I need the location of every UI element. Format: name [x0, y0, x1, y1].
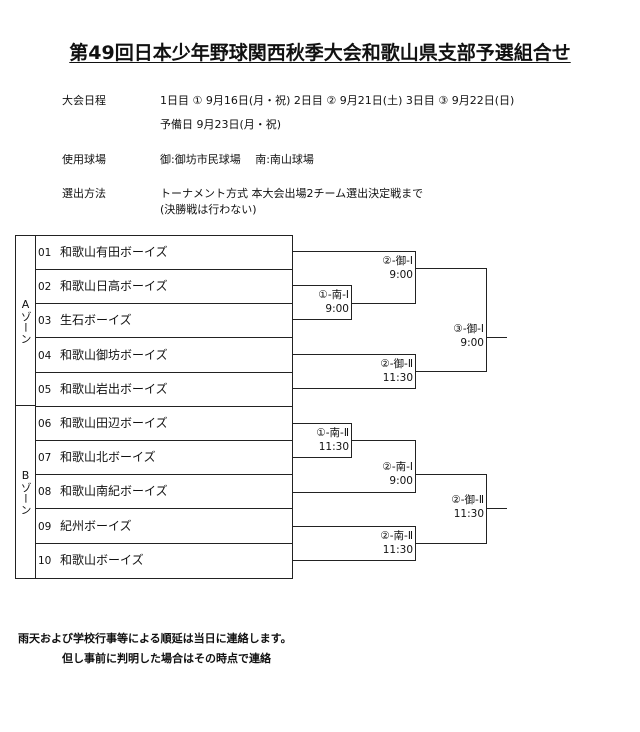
team-number: 09	[38, 520, 52, 533]
team-number: 02	[38, 281, 52, 294]
team-name: 和歌山有田ボーイズ	[60, 245, 168, 259]
team-row: 04 和歌山御坊ボーイズ	[35, 338, 292, 373]
method-line2: (決勝戦は行わない)	[160, 203, 257, 216]
team-number: 10	[38, 554, 52, 567]
match-label: ②-南-Ⅰ	[382, 461, 413, 473]
team-name: 和歌山北ボーイズ	[60, 450, 156, 465]
schedule-line1: 1日目 ① 9月16日(月・祝) 2日目 ② 9月21日(土) 3日目 ③ 9月…	[160, 94, 515, 107]
match-time: 11:30	[382, 372, 413, 384]
match-time: 11:30	[318, 441, 349, 453]
team-name: 和歌山御坊ボーイズ	[60, 347, 168, 362]
match-label: ③-御-Ⅰ	[453, 323, 484, 335]
footer-line2: 但し事前に判明した場合はその時点で連絡	[62, 652, 271, 665]
team-number: 07	[38, 452, 52, 465]
team-name: 和歌山岩出ボーイズ	[60, 381, 168, 396]
team-row: 09 紀州ボーイズ	[35, 509, 292, 544]
match-label: ①-南-Ⅱ	[316, 427, 349, 439]
schedule-line2: 予備日 9月23日(月・祝)	[160, 118, 282, 131]
team-name: 和歌山ボーイズ	[60, 552, 144, 567]
team-name: 和歌山日高ボーイズ	[60, 279, 168, 294]
team-row: 05 和歌山岩出ボーイズ	[35, 372, 292, 407]
team-row: 03 生石ボーイズ	[35, 303, 292, 339]
zone-b-label: Bゾーン	[19, 468, 32, 515]
team-row: 02 和歌山日高ボーイズ	[35, 269, 292, 305]
team-number: 03	[38, 315, 52, 328]
team-row: 01 和歌山有田ボーイズ	[35, 235, 292, 270]
match-time: 11:30	[382, 544, 413, 556]
match-label: ②-南-Ⅱ	[380, 530, 413, 542]
page-title: 第49回日本少年野球関西秋季大会和歌山県支部予選組合せ	[69, 42, 571, 64]
team-number: 08	[38, 486, 52, 499]
match-time: 9:00	[389, 269, 413, 281]
match-time: 9:00	[389, 475, 413, 487]
team-name: 生石ボーイズ	[60, 313, 132, 328]
method-label: 選出方法	[62, 187, 106, 200]
team-name: 紀州ボーイズ	[60, 518, 132, 533]
team-number: 06	[38, 418, 52, 430]
team-number: 01	[38, 247, 52, 259]
venue-value: 御:御坊市民球場 南:南山球場	[160, 153, 314, 166]
match-time: 9:00	[460, 337, 484, 349]
team-row: 07 和歌山北ボーイズ	[35, 440, 292, 476]
footer-line1: 雨天および学校行事等による順延は当日に連絡します。	[18, 632, 292, 645]
venue-label: 使用球場	[62, 153, 106, 166]
match-label: ②-御-Ⅱ	[380, 358, 413, 370]
match-time: 9:00	[325, 303, 349, 315]
team-name: 和歌山田辺ボーイズ	[60, 416, 168, 430]
team-row: 06 和歌山田辺ボーイズ	[35, 406, 292, 441]
method-line1: トーナメント方式 本大会出場2チーム選出決定戦まで	[160, 187, 424, 200]
team-row: 10 和歌山ボーイズ	[35, 543, 292, 577]
match-label: ②-御-Ⅰ	[382, 255, 413, 267]
team-number: 04	[38, 349, 52, 362]
zone-a-label: Aゾーン	[19, 297, 32, 344]
match-label: ①-南-Ⅰ	[318, 289, 349, 301]
schedule-label: 大会日程	[62, 94, 106, 107]
team-row: 08 和歌山南紀ボーイズ	[35, 474, 292, 510]
match-label: ②-御-Ⅱ	[451, 494, 484, 506]
team-table	[15, 235, 293, 579]
team-number: 05	[38, 383, 52, 396]
team-name: 和歌山南紀ボーイズ	[60, 484, 168, 499]
match-time: 11:30	[453, 508, 484, 520]
